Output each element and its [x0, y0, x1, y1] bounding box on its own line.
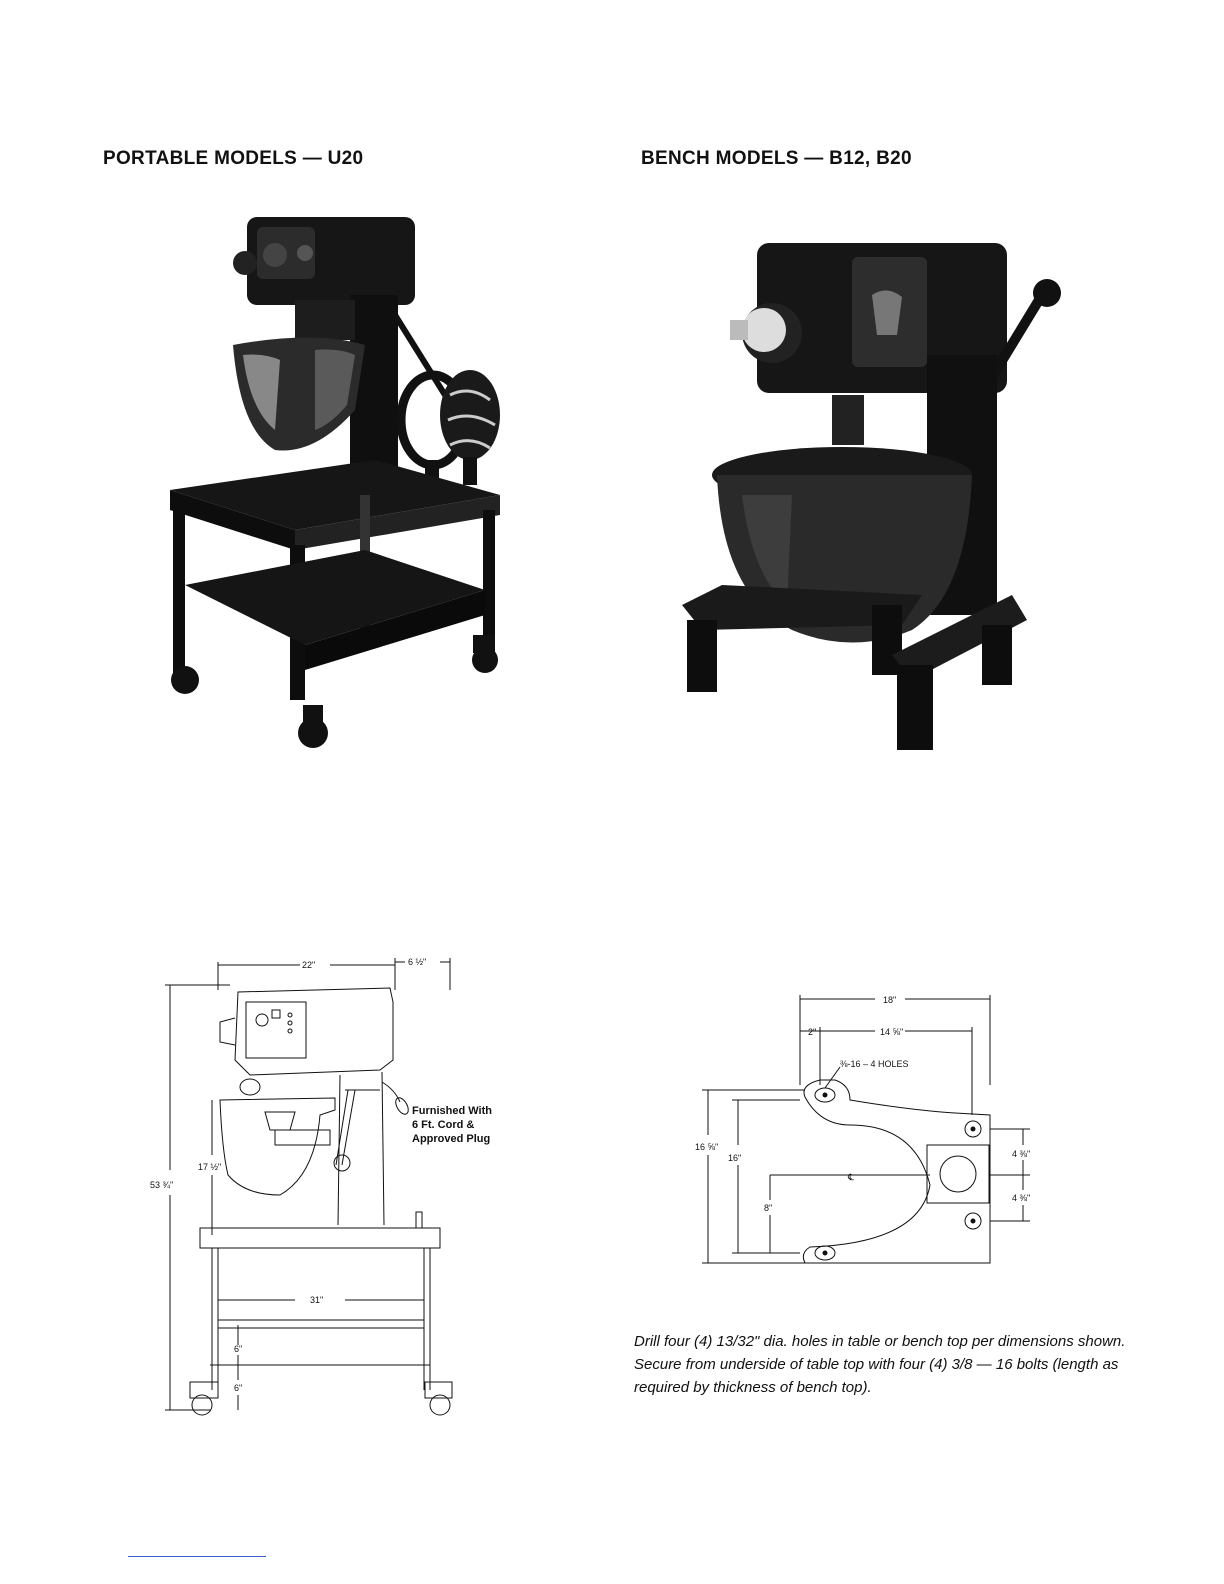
bench-mixer-photo [682, 243, 1061, 750]
heading-bench-models: BENCH MODELS — B12, B20 [641, 148, 912, 169]
dim-bowl-height: 17 ½" [198, 1162, 221, 1172]
footer-rule [128, 1556, 266, 1557]
callout-line-2: 6 Ft. Cord & [412, 1119, 474, 1131]
dim-caster-height: 6" [234, 1383, 242, 1393]
dim-hole-spacing: 14 ⅝" [880, 1027, 903, 1037]
dim-width-top: 22" [302, 960, 315, 970]
heading-portable-models: PORTABLE MODELS — U20 [103, 148, 364, 169]
dim-depth-outer: 16 ⅝" [695, 1142, 718, 1152]
holes-spec: ⅜-16 – 4 HOLES [840, 1059, 909, 1069]
dim-lower-gap: 6" [234, 1344, 242, 1354]
bench-base-footprint-drawing: 18" 2" 14 ⅝" ⅜-16 – 4 HOLES 16 ⅝" 16" 8"… [695, 995, 1030, 1264]
mounting-instructions: Drill four (4) 13/32" dia. holes in tabl… [634, 1333, 1126, 1396]
dim-right-lower: 4 ⅜" [1012, 1193, 1030, 1203]
dim-offset: 2" [808, 1027, 816, 1037]
dim-overhang: 6 ½" [408, 957, 426, 967]
dim-overall-width: 18" [883, 995, 896, 1005]
dim-right-upper: 4 ⅜" [1012, 1149, 1030, 1159]
dim-depth-inner: 16" [728, 1153, 741, 1163]
portable-mixer-photo [170, 217, 500, 748]
dim-center-offset: 8" [764, 1203, 772, 1213]
callout-line-1: Furnished With [412, 1105, 492, 1117]
callout-line-3: Approved Plug [412, 1133, 490, 1145]
dim-overall-height: 53 ¾" [150, 1180, 173, 1190]
dim-table-width: 31" [310, 1295, 323, 1305]
centerline-mark: ℄ [847, 1172, 854, 1182]
portable-dimension-drawing: 22" 6 ½" 53 ¾" 17 ½" 31" 6" 6" Furnished… [150, 957, 492, 1416]
